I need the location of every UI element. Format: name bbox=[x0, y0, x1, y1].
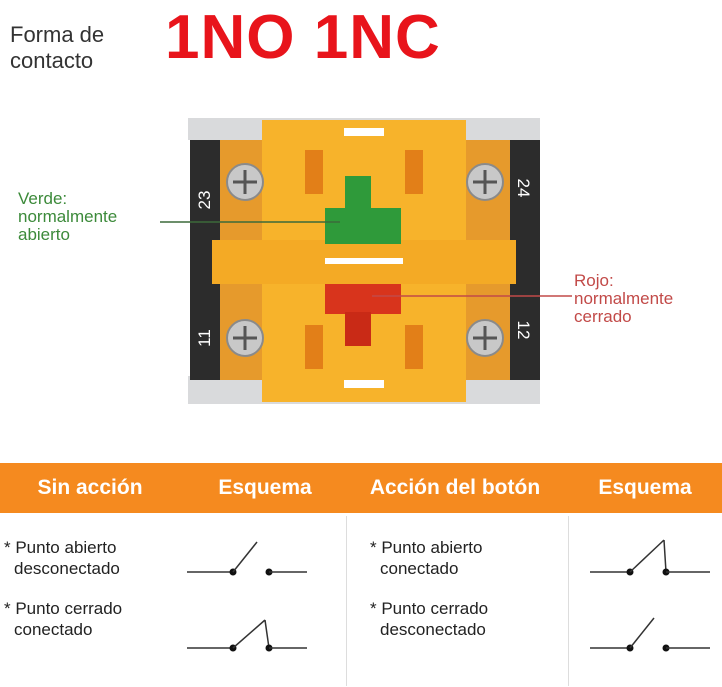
header-esquema-1: Esquema bbox=[218, 476, 312, 499]
red-callout-line1: Rojo: bbox=[574, 271, 614, 290]
row1-right-text: * Punto abierto conectado bbox=[370, 537, 482, 579]
row2-right-line1: * Punto cerrado bbox=[370, 599, 489, 618]
green-callout-line2: normalmente bbox=[18, 207, 118, 226]
header-accion-boton: Acción del botón bbox=[369, 476, 541, 499]
top-notch bbox=[344, 128, 384, 136]
green-callout: Verde: normalmente abierto bbox=[18, 190, 168, 244]
window bbox=[405, 150, 423, 194]
column-divider bbox=[568, 516, 569, 686]
row2-left-line2: conectado bbox=[14, 620, 93, 639]
terminal-11: 11 bbox=[195, 329, 214, 347]
terminal-24: 24 bbox=[514, 179, 533, 198]
window bbox=[305, 150, 323, 194]
terminal-23: 23 bbox=[195, 191, 214, 210]
row1-right-line1: * Punto abierto bbox=[370, 538, 483, 557]
green-callout-line3: abierto bbox=[18, 225, 70, 244]
row2-right-text: * Punto cerrado desconectado bbox=[370, 598, 488, 640]
screw-icon bbox=[466, 163, 504, 201]
row2-right-line2: desconectado bbox=[380, 620, 486, 639]
header-esquema-2: Esquema bbox=[598, 476, 692, 499]
row1-left-line1: * Punto abierto bbox=[4, 538, 117, 557]
center-slot bbox=[325, 258, 403, 264]
row1-left-line2: desconectado bbox=[14, 559, 120, 578]
row2-left-text: * Punto cerrado conectado bbox=[4, 598, 122, 640]
contact-form-line1: Forma de bbox=[10, 22, 105, 47]
window bbox=[305, 325, 323, 369]
schematic-closed-disconnected bbox=[590, 617, 710, 652]
bottom-notch bbox=[344, 380, 384, 388]
red-contact-stem bbox=[345, 312, 371, 346]
schematic-open-connected bbox=[590, 539, 710, 576]
contact-form-label: Forma de contacto bbox=[10, 22, 150, 74]
header-sin-accion: Sin acción bbox=[37, 476, 143, 499]
table-header: Sin acción Esquema Acción del botón Esqu… bbox=[0, 463, 722, 513]
green-contact-stem bbox=[345, 176, 371, 210]
screw-icon bbox=[226, 163, 264, 201]
contact-block-illustration: 23 24 11 12 bbox=[160, 118, 572, 404]
row1-right-line2: conectado bbox=[380, 559, 459, 578]
green-contact-head bbox=[325, 208, 401, 244]
terminal-12: 12 bbox=[514, 321, 533, 340]
red-callout-line2: normalmente bbox=[574, 289, 674, 308]
page-title: 1NO 1NC bbox=[165, 3, 441, 72]
schematic-closed-connected bbox=[187, 619, 307, 652]
green-callout-line1: Verde: bbox=[18, 189, 68, 208]
row2-left-line1: * Punto cerrado bbox=[4, 599, 123, 618]
red-contact-head bbox=[325, 284, 401, 314]
red-callout: Rojo: normalmente cerrado bbox=[574, 272, 722, 326]
screw-icon bbox=[226, 319, 264, 357]
column-divider bbox=[346, 516, 347, 686]
red-callout-line3: cerrado bbox=[574, 307, 632, 326]
schematic-open-disconnected bbox=[187, 541, 307, 576]
screw-icon bbox=[466, 319, 504, 357]
row1-left-text: * Punto abierto desconectado bbox=[4, 537, 120, 579]
contact-form-line2: contacto bbox=[10, 48, 94, 73]
window bbox=[405, 325, 423, 369]
